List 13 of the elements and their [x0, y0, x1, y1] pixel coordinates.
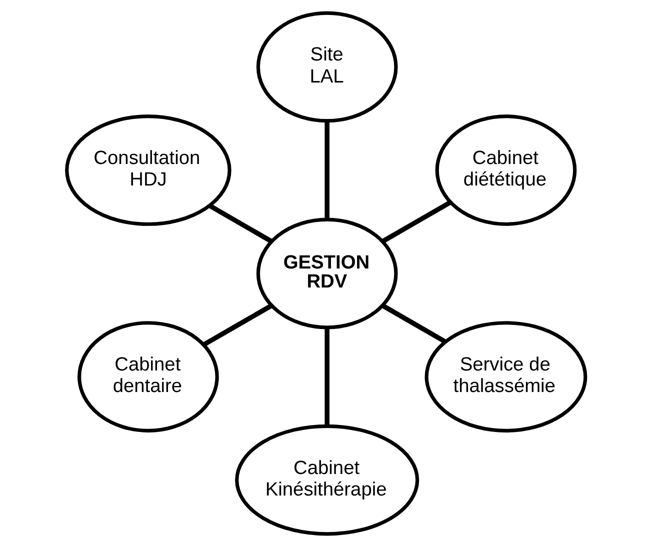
connector	[202, 304, 273, 347]
connector	[382, 200, 452, 244]
node-ellipse: Cabinet dentaire	[78, 321, 219, 432]
connector	[208, 204, 273, 244]
connector	[324, 120, 330, 220]
node-ellipse: Service de thalassémie	[424, 321, 588, 432]
node-ellipse: GESTION RDV	[256, 218, 398, 330]
connector	[382, 304, 447, 344]
node-ellipse: Consultation HDJ	[65, 114, 232, 226]
node-ellipse: Site LAL	[256, 11, 398, 123]
connector	[324, 328, 330, 426]
node-ellipse: Cabinet diététique	[435, 114, 577, 226]
node-ellipse: Cabinet Kinésithérapie	[235, 424, 420, 536]
